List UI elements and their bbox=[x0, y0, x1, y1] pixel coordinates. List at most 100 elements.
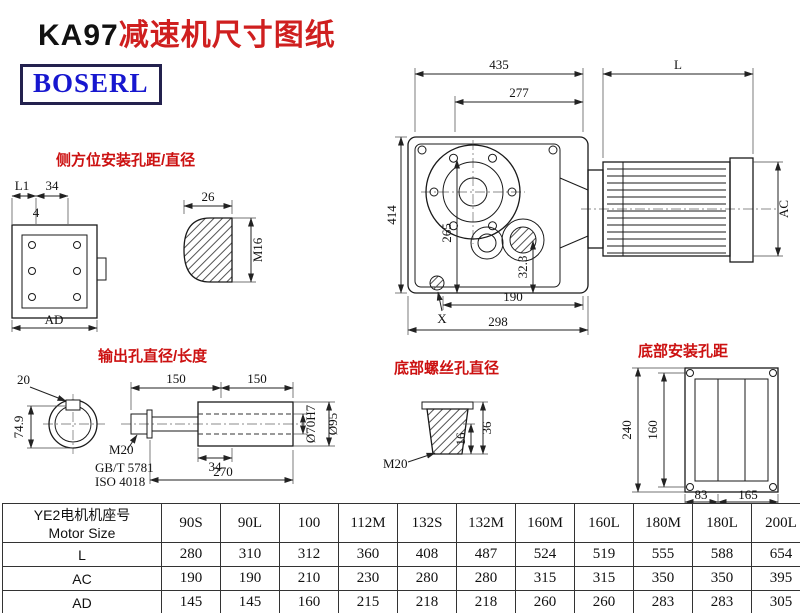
keyway bbox=[65, 399, 81, 411]
dim-L1: L1 bbox=[15, 178, 29, 193]
output-hole-label: 输出孔直径/长度 bbox=[98, 348, 208, 365]
dim-32-3: 32.3 bbox=[515, 256, 530, 279]
standard-iso: ISO 4018 bbox=[95, 474, 145, 489]
table-cell: 230 bbox=[338, 566, 398, 591]
table-cell: 588 bbox=[692, 542, 752, 567]
dim-265: 265 bbox=[439, 223, 454, 243]
dim-M16: M16 bbox=[250, 237, 265, 262]
dim-277: 277 bbox=[509, 85, 529, 100]
standard-gb: GB/T 5781 bbox=[95, 460, 154, 475]
dim-20: 20 bbox=[17, 372, 30, 387]
dim-34-output: 34 bbox=[209, 459, 223, 474]
dim-160: 160 bbox=[645, 420, 660, 440]
table-header-row: YE2电机机座号 Motor Size 90S 90L 100 112M 132… bbox=[2, 503, 800, 543]
table-cell: 145 bbox=[161, 590, 221, 613]
table-cell: 519 bbox=[574, 542, 634, 567]
table-cell: 145 bbox=[220, 590, 280, 613]
bottom-mount-drawing: 240 160 83 165 bbox=[619, 367, 779, 506]
title-model: KA97 bbox=[38, 19, 119, 52]
dim-165: 165 bbox=[738, 487, 758, 502]
dim-150-a: 150 bbox=[166, 371, 186, 386]
table-cell: 218 bbox=[456, 590, 516, 613]
table-cell: 555 bbox=[633, 542, 693, 567]
table-cell: 283 bbox=[633, 590, 693, 613]
dim-16: 16 bbox=[453, 432, 468, 446]
table-col-header: 90S bbox=[161, 503, 221, 543]
table-cell: 215 bbox=[338, 590, 398, 613]
table-col-header: 200L bbox=[751, 503, 800, 543]
table-cell: 260 bbox=[515, 590, 575, 613]
dim-M20-screw: M20 bbox=[383, 456, 408, 471]
table-cell: 654 bbox=[751, 542, 800, 567]
dim-150-b: 150 bbox=[247, 371, 267, 386]
table-cell: 395 bbox=[751, 566, 800, 591]
dim-83: 83 bbox=[695, 487, 708, 502]
table-cell: 350 bbox=[633, 566, 693, 591]
dim-M20-output: M20 bbox=[109, 442, 134, 457]
output-shaft-drawing: 20 74.9 150 150 M20 GB/T 5781 ISO 4018 3… bbox=[11, 371, 340, 489]
dim-AD: AD bbox=[45, 312, 64, 327]
title-suffix: 减速机尺寸图纸 bbox=[118, 19, 336, 52]
table-cell: 280 bbox=[456, 566, 516, 591]
table-cell: 315 bbox=[574, 566, 634, 591]
dim-4: 4 bbox=[33, 205, 40, 220]
page-title: KA97减速机尺寸图纸 bbox=[38, 10, 336, 54]
table-cell: 524 bbox=[515, 542, 575, 567]
side-view-drawing: L1 34 4 AD bbox=[11, 178, 107, 332]
table-row-AD: AD 145 145 160 215 218 218 260 260 283 2… bbox=[2, 590, 800, 613]
dim-36: 36 bbox=[479, 421, 494, 435]
dim-270: 270 bbox=[213, 464, 233, 479]
table-row-label: AD bbox=[2, 590, 162, 613]
table-cell: 350 bbox=[692, 566, 752, 591]
brand-logo: BOSERL bbox=[20, 64, 162, 105]
table-col-header: 132M bbox=[456, 503, 516, 543]
dim-X: X bbox=[437, 311, 447, 326]
x-bolt-hole bbox=[429, 275, 445, 291]
table-cell: 280 bbox=[161, 542, 221, 567]
table-col-header: 112M bbox=[338, 503, 398, 543]
side-mount-label: 侧方位安装孔距/直径 bbox=[56, 152, 196, 169]
dim-414: 414 bbox=[384, 205, 399, 225]
motor-fan-cover bbox=[729, 157, 754, 263]
table-cell: 210 bbox=[279, 566, 339, 591]
dim-d70H7: Ø70H7 bbox=[303, 404, 318, 443]
plug-detail-drawing: 26 M16 bbox=[183, 189, 265, 283]
table-col-header: 132S bbox=[397, 503, 457, 543]
table-col-header: 180M bbox=[633, 503, 693, 543]
bottom-screw-label: 底部螺丝孔直径 bbox=[394, 360, 500, 377]
dim-26: 26 bbox=[202, 189, 216, 204]
motor-fins bbox=[607, 168, 726, 254]
table-col-header: 160M bbox=[515, 503, 575, 543]
screw-section bbox=[426, 408, 469, 455]
dim-d95: Ø95 bbox=[325, 413, 340, 435]
table-cell: 312 bbox=[279, 542, 339, 567]
table-row-L: L 280 310 312 360 408 487 524 519 555 58… bbox=[2, 542, 800, 567]
table-motor-size-header: YE2电机机座号 Motor Size bbox=[2, 503, 162, 543]
motor-size-table: YE2电机机座号 Motor Size 90S 90L 100 112M 132… bbox=[2, 503, 800, 613]
dim-L: L bbox=[674, 57, 682, 72]
dim-435: 435 bbox=[489, 57, 509, 72]
table-row-AC: AC 190 190 210 230 280 280 315 315 350 3… bbox=[2, 566, 800, 591]
table-row-label: AC bbox=[2, 566, 162, 591]
dim-AC: AC bbox=[776, 200, 791, 218]
main-view-drawing: 435 L 277 414 265 32.3 AC 190 298 X bbox=[384, 57, 791, 335]
table-cell: 283 bbox=[692, 590, 752, 613]
table-cell: 315 bbox=[515, 566, 575, 591]
table-col-header: 100 bbox=[279, 503, 339, 543]
table-cell: 360 bbox=[338, 542, 398, 567]
dim-240: 240 bbox=[619, 420, 634, 440]
table-cell: 408 bbox=[397, 542, 457, 567]
dim-190: 190 bbox=[503, 289, 523, 304]
bottom-mount-label: 底部安装孔距 bbox=[638, 343, 729, 360]
motor-label-en: Motor Size bbox=[48, 525, 116, 541]
dim-74-9: 74.9 bbox=[11, 416, 26, 439]
table-cell: 260 bbox=[574, 590, 634, 613]
base-plate bbox=[684, 367, 779, 493]
table-row-label: L bbox=[2, 542, 162, 567]
dim-34: 34 bbox=[46, 178, 60, 193]
table-col-header: 180L bbox=[692, 503, 752, 543]
table-col-header: 90L bbox=[220, 503, 280, 543]
dim-298: 298 bbox=[488, 314, 508, 329]
plug-shape bbox=[183, 217, 233, 283]
